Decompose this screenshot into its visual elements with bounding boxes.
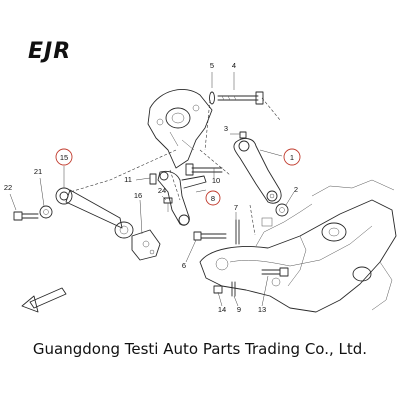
callout-24: 24 [158, 186, 166, 195]
callout-16: 16 [134, 191, 142, 200]
part-24-illustration [163, 197, 173, 212]
callout-21: 21 [34, 167, 42, 176]
leader-lines [9, 72, 295, 307]
bolt-22-illustration [13, 211, 39, 221]
front-direction-arrow-icon [21, 287, 67, 313]
part-9-illustration [231, 281, 236, 297]
callout-8: 8 [211, 194, 215, 203]
bushing-2-illustration [275, 203, 289, 217]
knuckle-illustration [147, 89, 213, 169]
callout-22: 22 [4, 183, 12, 192]
bolt-11-illustration [149, 173, 157, 185]
callout-14: 14 [218, 305, 226, 314]
callout-4: 4 [232, 61, 236, 70]
callout-5: 5 [210, 61, 214, 70]
bolt-10-illustration [185, 163, 223, 176]
bolt-4-illustration [217, 91, 264, 105]
callout-2: 2 [294, 185, 298, 194]
highlight-ring-1 [283, 148, 301, 166]
washer-21-illustration [39, 205, 53, 219]
link-15-illustration [55, 187, 134, 239]
brand-logo: EJR [28, 39, 71, 64]
part-3-illustration [239, 131, 247, 139]
callout-3: 3 [224, 124, 228, 133]
assembly-guide-lines [69, 97, 281, 236]
subframe-illustration [199, 179, 397, 313]
lower-arm-8-illustration [157, 170, 207, 226]
stud-7-illustration [235, 219, 240, 245]
bolt-6-illustration [193, 231, 227, 241]
company-footer: Guangdong Testi Auto Parts Trading Co., … [32, 340, 368, 358]
callout-10: 10 [212, 176, 220, 185]
callout-7: 7 [234, 203, 238, 212]
bracket-16-illustration [131, 199, 161, 261]
callout-6: 6 [182, 261, 186, 270]
highlight-ring-8 [205, 190, 221, 206]
callout-1: 1 [290, 153, 294, 162]
callout-13: 13 [258, 305, 266, 314]
upper-arm-1-illustration [233, 138, 282, 204]
callout-9: 9 [237, 305, 241, 314]
washer-5-illustration [209, 91, 215, 105]
callout-15: 15 [60, 153, 68, 162]
nut-14-illustration [213, 285, 223, 294]
bolt-13-illustration [261, 267, 289, 277]
callout-11: 11 [124, 175, 132, 184]
highlight-ring-15 [55, 148, 73, 166]
